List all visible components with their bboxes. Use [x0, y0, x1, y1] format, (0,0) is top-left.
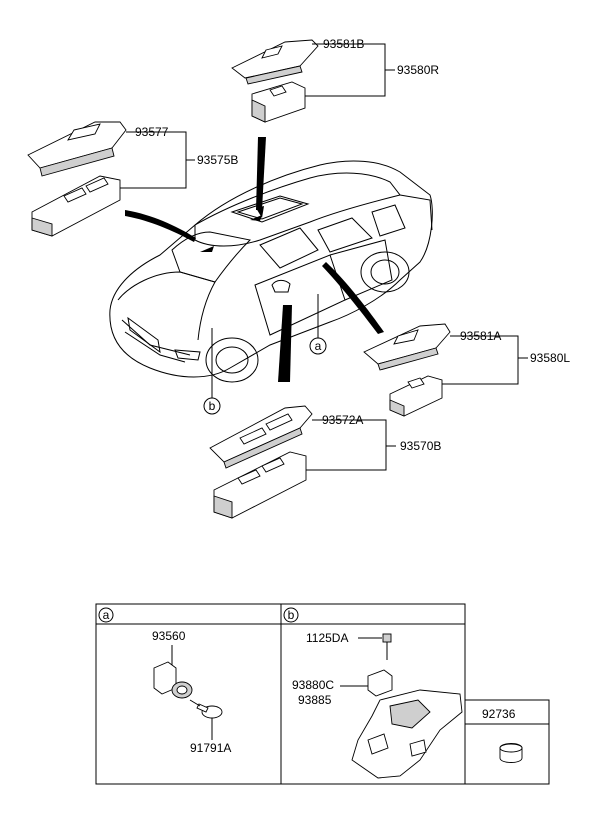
panel-c: 92736	[482, 707, 523, 763]
label-1125DA: 1125DA	[306, 631, 348, 645]
bolt-1125DA	[382, 633, 392, 660]
switch-93570B	[213, 451, 307, 519]
screw-91791A	[189, 699, 223, 719]
cap-92736	[499, 743, 523, 763]
label-93575B: 93575B	[197, 153, 238, 167]
switch-93572A	[209, 405, 313, 469]
label-92736: 92736	[482, 707, 516, 721]
bracket-93880C	[367, 669, 393, 697]
label-91791A: 91791A	[190, 741, 231, 755]
label-93885: 93885	[298, 693, 332, 707]
label-93580R: 93580R	[397, 63, 439, 77]
label-93577: 93577	[135, 125, 169, 139]
callout-a-label: a	[315, 339, 322, 353]
switch-93581A	[363, 323, 451, 371]
callout-b-leader: b	[203, 328, 221, 415]
switch-93581B	[231, 39, 319, 85]
callout-a-leader: a	[309, 294, 327, 355]
label-93581A: 93581A	[460, 329, 501, 343]
switch-93575B	[31, 175, 121, 237]
label-93580L: 93580L	[530, 351, 570, 365]
panel-bracket	[351, 689, 463, 779]
panel-a: a 93560 91791A	[98, 607, 231, 755]
switch-93577	[27, 121, 127, 177]
panel-b: b 1125DA 93880C 93885	[283, 607, 463, 779]
label-93581B: 93581B	[323, 37, 364, 51]
callout-b-label: b	[209, 399, 216, 413]
label-93560: 93560	[152, 629, 186, 643]
switch-93580R	[251, 81, 306, 123]
label-93570B: 93570B	[400, 439, 441, 453]
switch-93580L	[389, 375, 443, 417]
panel-a-tag: a	[103, 608, 110, 622]
panel-b-tag: b	[288, 608, 295, 622]
label-93880C: 93880C	[292, 678, 334, 692]
label-93572A: 93572A	[322, 413, 363, 427]
pointer-arrows	[125, 137, 384, 382]
car-illustration	[109, 160, 433, 383]
sensor-93560	[153, 661, 193, 699]
detail-table	[95, 603, 550, 785]
